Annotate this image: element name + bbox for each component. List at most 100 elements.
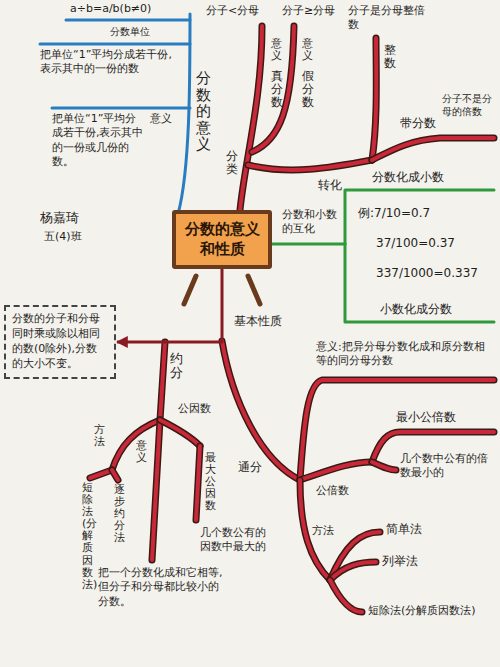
label-text: 假分数 (302, 70, 314, 110)
branch-line (252, 26, 294, 152)
label-box: 整数 (384, 44, 396, 70)
label-box: 真分数 (271, 70, 283, 110)
label-text: 意义:把异分母分数化成和原分数相等的同分母分数 (316, 340, 492, 369)
label-box: 把一个分数化成和它相等,但分子和分母都比较小的分数。 (98, 566, 228, 609)
label-text: a÷b=a/b(b≠0) (70, 2, 190, 16)
branch-line (248, 160, 372, 170)
branch-line (330, 580, 362, 612)
label-box: 方法 (312, 524, 342, 538)
label-box: 37/100=0.37 (376, 236, 496, 252)
branch-line (152, 420, 160, 560)
label-box: 意义 (302, 38, 313, 62)
branch-line (160, 342, 165, 420)
branch-line (222, 341, 300, 480)
label-box: 短除法(分解质因数法) (368, 604, 496, 618)
label-box: 简单法 (386, 522, 446, 538)
label-text: 几个数公有的因数中最大的 (200, 526, 272, 555)
label-text: 逐步约分法 (114, 484, 125, 544)
label-text: 杨嘉琦 (40, 210, 120, 227)
branch-line (252, 26, 294, 152)
label-box: 转化 (318, 178, 348, 194)
branch-line (248, 160, 372, 170)
label-text: 短除法(分解质因数法) (368, 604, 496, 618)
branch-line (112, 470, 118, 480)
label-text: 五(4)班 (44, 230, 124, 244)
label-text: 意义 (271, 38, 282, 62)
label-text: 最大公因数 (205, 452, 216, 512)
label-text: 真分数 (271, 70, 283, 110)
label-box: 337/1000=0.337 (376, 266, 496, 282)
label-box: 意义 (271, 38, 282, 62)
label-text: 把一个分数化成和它相等,但分子和分母都比较小的分数。 (98, 566, 228, 609)
label-box: 带分数 (400, 116, 450, 132)
label-text: 分类 (226, 150, 238, 176)
label-text: 小数化成分数 (380, 302, 480, 318)
label-box: 分子≥分母 (282, 4, 342, 18)
connector-arrow (117, 269, 222, 342)
note-box: 分数的分子和分母同时乘或除以相同的数(0除外),分数的大小不变。 (4, 305, 116, 379)
label-box: 意义 (150, 112, 176, 126)
branch-line (372, 138, 494, 160)
branch-line (196, 446, 200, 520)
label-box: a÷b=a/b(b≠0) (70, 2, 190, 16)
branch-line (330, 532, 380, 580)
label-text: 337/1000=0.337 (376, 266, 496, 282)
label-text: 方法 (94, 424, 105, 448)
branch-line (300, 380, 494, 480)
label-box: 分类 (226, 150, 238, 176)
branch-line (272, 243, 345, 246)
label-box: 假分数 (302, 70, 314, 110)
branch-line (330, 532, 380, 580)
central-topic-box: 分数的意义和性质 (172, 210, 272, 269)
label-text: 意义 (150, 112, 176, 126)
label-text: 简单法 (386, 522, 446, 538)
label-text: 通分 (238, 460, 268, 476)
node-text: 分数的分子和分母同时乘或除以相同的数(0除外),分数的大小不变。 (12, 312, 108, 371)
label-box: 分子是分母整倍数 (348, 4, 430, 33)
label-text: 基本性质 (234, 314, 294, 330)
branch-line (330, 580, 362, 612)
label-box: 基本性质 (234, 314, 294, 330)
branch-line (160, 420, 200, 446)
branch-line (372, 462, 396, 470)
branch-line (90, 470, 112, 478)
label-text: 意义 (302, 38, 313, 62)
branch-line (372, 138, 494, 160)
label-box: 小数化成分数 (380, 302, 480, 318)
label-text: 分数化成小数 (372, 170, 472, 186)
label-box: 通分 (238, 460, 268, 476)
branch-line (112, 420, 160, 470)
label-text: 方法 (312, 524, 342, 538)
branch-line (160, 342, 165, 420)
label-box: 公倍数 (316, 484, 366, 498)
label-text: 约分 (170, 352, 183, 381)
label-box: 分数的意义 (196, 70, 211, 153)
label-box: 逐步约分法 (114, 484, 125, 544)
label-box: 意义 (136, 440, 147, 464)
label-box: 分数化成小数 (372, 170, 472, 186)
branch-line (240, 26, 262, 210)
label-text: 分数单位 (110, 25, 170, 38)
branch-line (222, 341, 300, 480)
branch-line (160, 420, 200, 446)
label-text: 整数 (384, 44, 396, 70)
label-text: 意义 (136, 440, 147, 464)
easel-leg (248, 276, 260, 304)
label-box: 方法 (94, 424, 105, 448)
label-text: 转化 (318, 178, 348, 194)
branch-line (112, 470, 118, 480)
label-text: 最小公倍数 (396, 410, 476, 426)
label-text: 带分数 (400, 116, 450, 132)
label-box: 分子不是分母的倍数 (442, 92, 494, 118)
branch-line (40, 43, 190, 46)
label-box: 短除法(分解质因数法) (82, 482, 93, 591)
easel-leg (184, 276, 196, 304)
branch-line (300, 380, 494, 480)
label-text: 把单位“1”平均分成若干份,表示其中的一份或几份的数。 (52, 112, 144, 169)
label-box: 分子<分母 (206, 4, 266, 18)
branch-line (345, 190, 494, 244)
label-text: 分数和小数的互化 (282, 208, 344, 237)
label-text: 例:7/10=0.7 (358, 206, 478, 222)
